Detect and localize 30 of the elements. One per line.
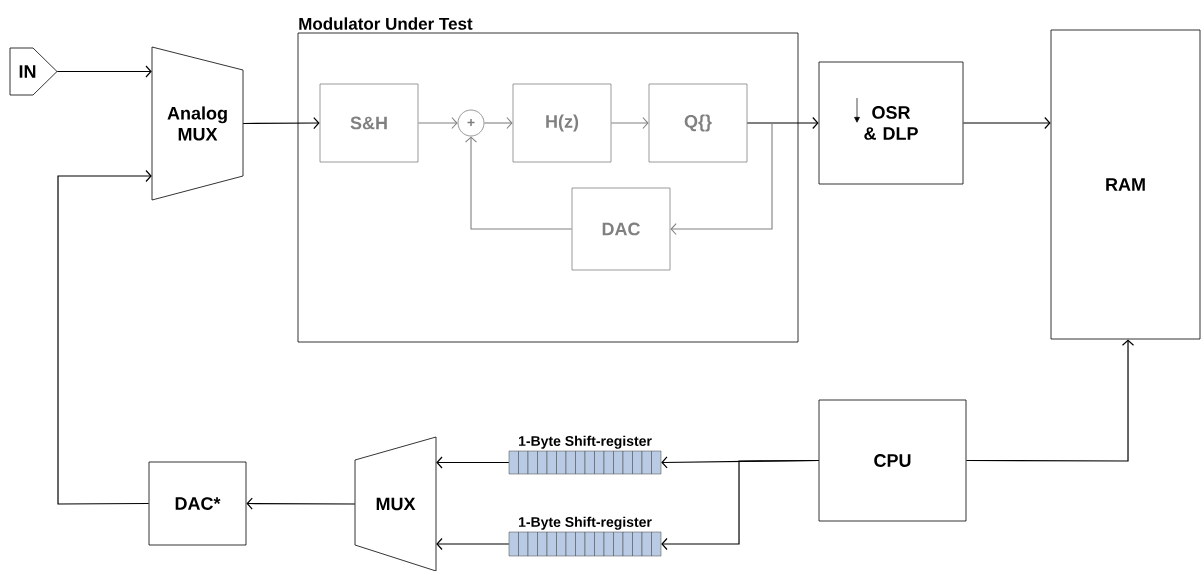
shift-register: 1-Byte Shift-register [508,516,662,557]
arrow [436,456,510,469]
arrow [670,122,773,236]
arrow [610,116,649,130]
arrow [246,497,356,510]
block-box: Q{} [648,83,748,163]
node-label: Modulator Under Test [299,17,473,30]
node-label: 1-Byte Shift-register [518,435,652,449]
block-box: CPU [818,399,967,522]
arrow [464,136,573,230]
block-box: S&H [319,83,419,163]
block-box: RAM [1050,29,1201,340]
node-label: 1-Byte Shift-register [518,516,652,530]
arrow [965,339,1135,462]
mux-trapezoid: MUX [354,436,437,571]
arrow [56,65,152,78]
arrow [242,116,320,130]
block-box: DAC [571,187,671,271]
arrow [483,116,513,130]
block-box: H(z) [512,83,612,163]
arrow [417,116,458,130]
arrow [962,116,1051,130]
arrow [436,537,510,551]
mux-trapezoid: Analog MUX [151,46,244,201]
arrow [57,169,152,505]
shift-register: 1-Byte Shift-register [508,435,662,475]
summing-junction: + [457,109,485,137]
block-box: OSR & DLP [818,61,964,185]
arrow [661,459,820,551]
block-box: DAC* [148,461,247,546]
